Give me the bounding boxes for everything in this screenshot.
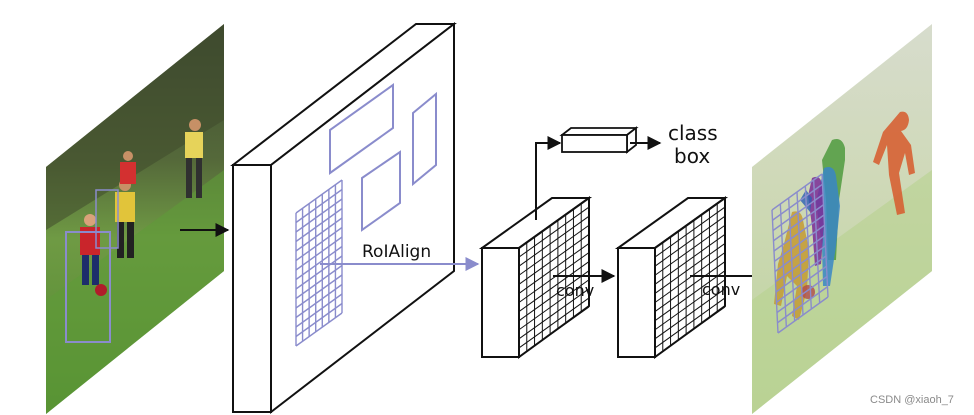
box-label: box: [674, 144, 710, 168]
mask-orange-icon: [873, 111, 915, 215]
roi-rect: [329, 83, 394, 175]
player-right-icon: [185, 119, 203, 198]
conv-label-2: conv: [702, 280, 740, 299]
fc-layer: [559, 126, 639, 154]
feature-map: [230, 21, 457, 415]
player-red-icon: [80, 214, 107, 296]
roi-grid: [295, 179, 343, 347]
roi-rect: [412, 91, 437, 187]
watermark: CSDN @xiaoh_7: [870, 394, 954, 406]
roi-rect: [361, 150, 401, 232]
arrow-to-fc: [535, 136, 562, 220]
input-roi-box: [65, 231, 111, 343]
class-label: class: [668, 121, 718, 145]
conv-label-1: conv: [556, 281, 594, 300]
input-roi-box: [95, 189, 119, 249]
roialign-label: RoIAlign: [362, 242, 431, 262]
input-image: [46, 24, 224, 414]
roi-feature-cube-2: [614, 196, 729, 359]
output-roi-grid: [771, 173, 829, 334]
player-back-icon: [120, 151, 136, 184]
output-image: [752, 24, 932, 414]
player-yellow-icon: [115, 179, 135, 258]
roi-feature-cube-1: [478, 196, 593, 359]
